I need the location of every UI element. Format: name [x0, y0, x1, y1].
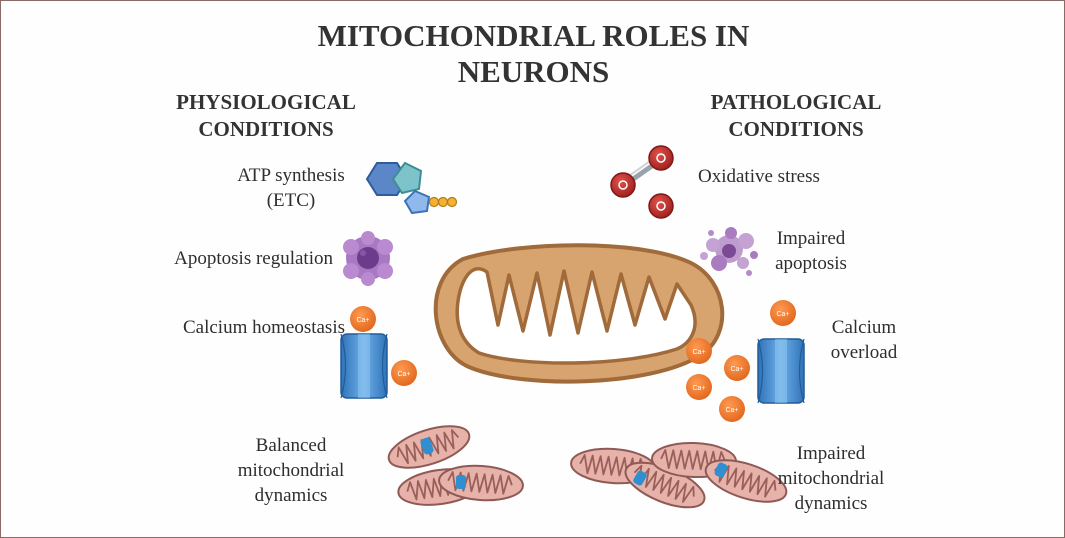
balanced-dynamics-mitochondria-icon [382, 416, 526, 511]
pathological-heading-line2: CONDITIONS [728, 117, 864, 141]
physiological-heading-line1: PHYSIOLOGICAL [176, 90, 356, 114]
pathological-heading-line1: PATHOLOGICAL [710, 90, 882, 114]
apoptotic-cell-icon [343, 231, 393, 286]
calcium-overload-label-line1: Calcium [831, 317, 897, 338]
impaired-dynamics-label-line3: dynamics [794, 493, 868, 514]
atp-synthesis-label-line1: ATP synthesis [237, 165, 345, 186]
balanced-dynamics-label-line1: Balanced [255, 435, 327, 456]
calcium-channel-left-icon [340, 333, 388, 399]
apoptosis-regulation-label: Apoptosis regulation [174, 248, 333, 269]
balanced-dynamics-label-line2: mitochondrial [237, 460, 345, 481]
atp-molecule-icon [365, 161, 458, 215]
oxygen-molecule-icon [610, 145, 674, 219]
impaired-apoptosis-label-line2: apoptosis [775, 253, 847, 274]
atp-synthesis-label-line2: (ETC) [266, 190, 316, 211]
central-mitochondrion-icon [433, 243, 725, 384]
impaired-dynamics-label-line2: mitochondrial [777, 468, 885, 489]
calcium-ion-icon: Ca+ [391, 360, 417, 386]
diagram-title-line2: NEURONS [457, 54, 610, 89]
fragmented-apoptotic-cell-icon [700, 227, 758, 276]
calcium-channel-right-icon [757, 338, 805, 404]
svg-text:Ca+: Ca+ [356, 317, 369, 324]
calcium-overload-label-line2: overload [830, 342, 898, 363]
physiological-heading-line2: CONDITIONS [198, 117, 334, 141]
oxidative-stress-label: Oxidative stress [698, 166, 820, 187]
calcium-ion-icon: Ca+ [350, 306, 376, 332]
svg-text:Ca+: Ca+ [692, 349, 705, 356]
svg-text:Ca+: Ca+ [692, 385, 705, 392]
calcium-ion-icon: Ca+ [770, 300, 796, 326]
calcium-ion-icon: Ca+ [686, 338, 712, 364]
calcium-homeostasis-label: Calcium homeostasis [182, 317, 345, 338]
svg-text:Ca+: Ca+ [776, 311, 789, 318]
impaired-dynamics-label-line1: Impaired [796, 443, 866, 464]
calcium-ion-icon: Ca+ [724, 355, 750, 381]
impaired-dynamics-mitochondria-icon [568, 440, 793, 518]
diagram-title-line1: MITOCHONDRIAL ROLES IN [317, 18, 750, 53]
balanced-dynamics-label-line3: dynamics [254, 485, 328, 506]
calcium-ion-icon: Ca+ [686, 374, 712, 400]
impaired-apoptosis-label-line1: Impaired [776, 228, 846, 249]
calcium-ion-icon: Ca+ [719, 396, 745, 422]
svg-text:Ca+: Ca+ [730, 366, 743, 373]
svg-text:Ca+: Ca+ [397, 371, 410, 378]
svg-text:Ca+: Ca+ [725, 407, 738, 414]
